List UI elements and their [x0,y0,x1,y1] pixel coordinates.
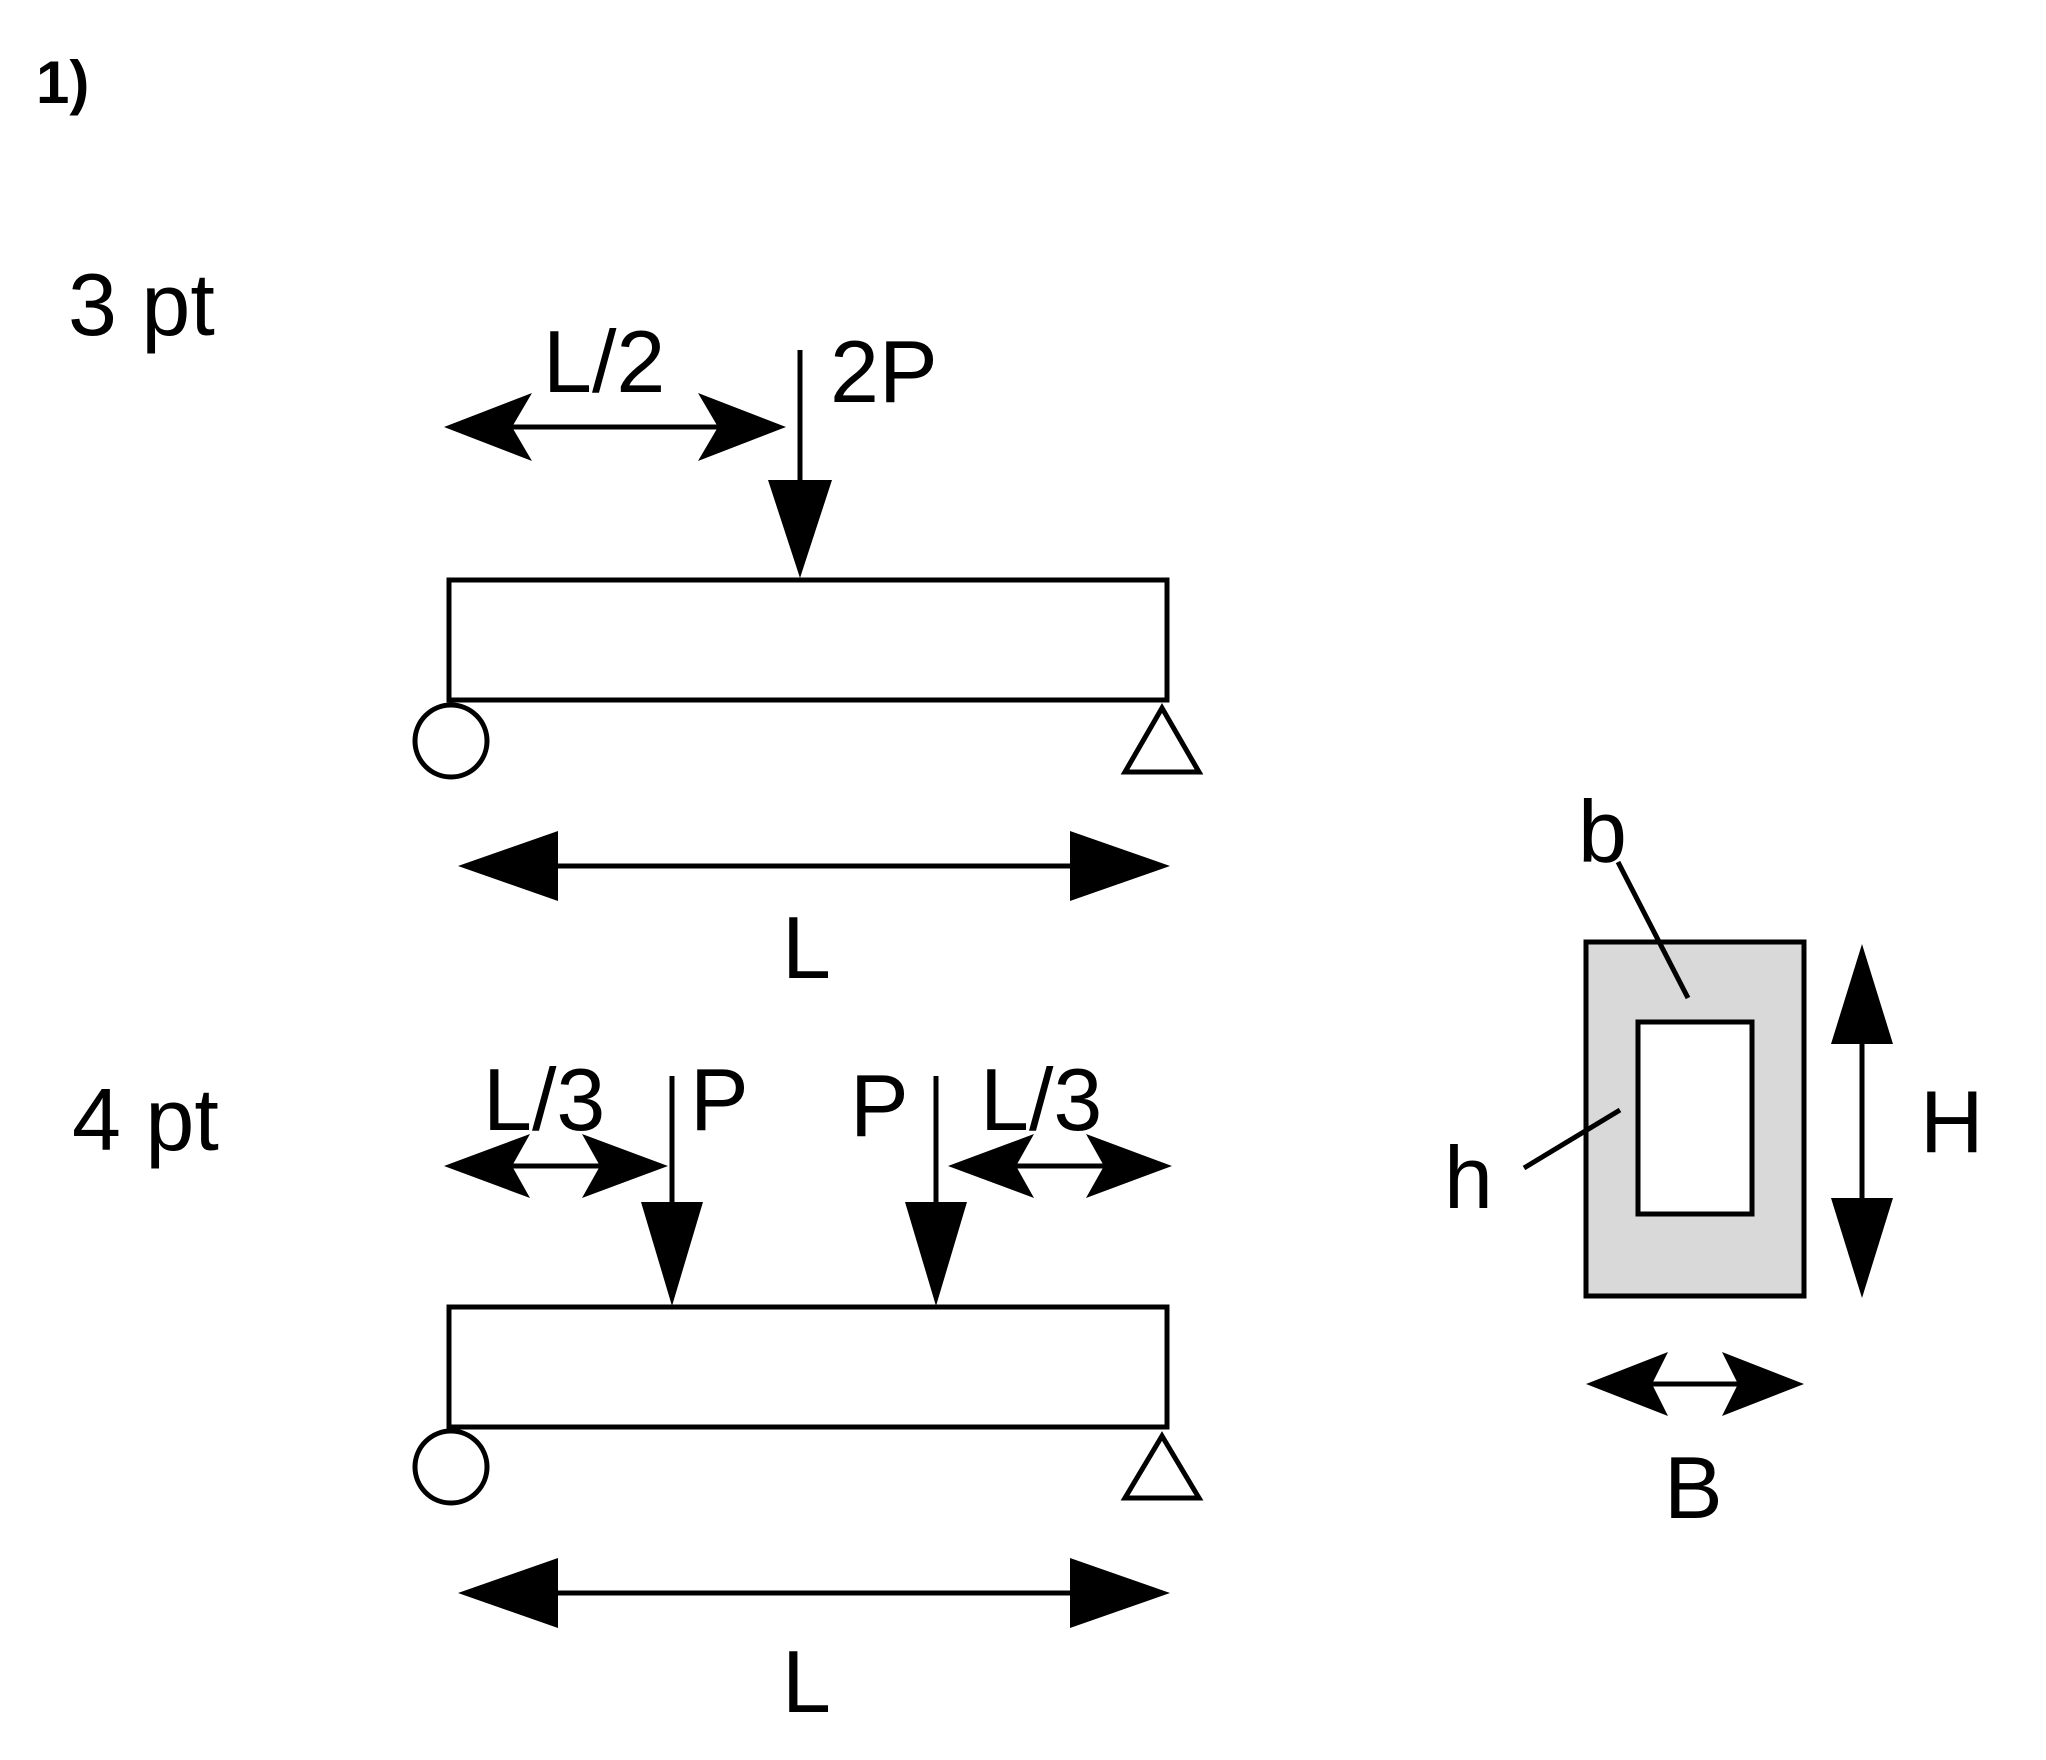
four-point-left-load-label: P [690,1050,749,1149]
cross-section-group: b h H B [1444,782,1984,1537]
outer-height-top-arrowhead [1831,944,1893,1044]
outer-height-label: H [1920,1072,1984,1171]
outer-width-left-arrowhead [1586,1352,1668,1416]
four-point-left-offset-right-arrowhead [582,1134,668,1198]
inner-width-leader-line [1615,860,1691,1000]
four-point-left-offset-label: L/3 [483,1050,605,1149]
inner-width-label: b [1578,782,1627,881]
four-point-span-right-arrowhead [1070,1558,1170,1628]
three-point-roller-support-icon [412,702,490,780]
three-point-beam [446,577,1170,703]
four-point-left-offset-left-arrowhead [444,1134,530,1198]
inner-height-leader-line [1522,1107,1622,1171]
three-point-span-right-arrowhead [1070,831,1170,901]
cross-section-inner-hollow [1635,1019,1755,1217]
four-point-right-offset-label: L/3 [980,1050,1102,1149]
inner-height-label: h [1444,1128,1493,1227]
three-point-pin-support-icon [1120,703,1204,775]
four-point-right-load-arrowhead [905,1202,967,1306]
four-point-beam [446,1304,1170,1430]
three-point-half-span-left-arrowhead [444,393,532,461]
four-point-right-load-label: P [850,1056,909,1155]
four-point-right-offset-right-arrowhead [1086,1134,1172,1198]
three-point-load-arrowhead [768,480,832,578]
three-point-bending-group: 3 pt L/2 2P L [68,255,1204,997]
three-point-half-span-label: L/2 [543,312,665,411]
problem-number: 1) [36,49,89,116]
outer-height-bottom-arrowhead [1831,1198,1893,1298]
four-point-span-left-arrowhead [458,1558,558,1628]
four-point-pin-support-icon [1120,1431,1204,1501]
three-point-case-label: 3 pt [68,255,215,354]
outer-width-label: B [1664,1438,1723,1537]
three-point-half-span-right-arrowhead [698,393,786,461]
outer-width-right-arrowhead [1722,1352,1804,1416]
four-point-roller-support-icon [412,1428,490,1506]
four-point-left-load-arrowhead [641,1202,703,1306]
three-point-span-label: L [782,898,831,997]
four-point-case-label: 4 pt [72,1070,219,1169]
three-point-span-left-arrowhead [458,831,558,901]
four-point-right-offset-left-arrowhead [948,1134,1034,1198]
four-point-bending-group: 4 pt L/3 P P L/3 L [72,1050,1204,1731]
three-point-load-label: 2P [830,322,938,421]
four-point-span-label: L [782,1632,831,1731]
